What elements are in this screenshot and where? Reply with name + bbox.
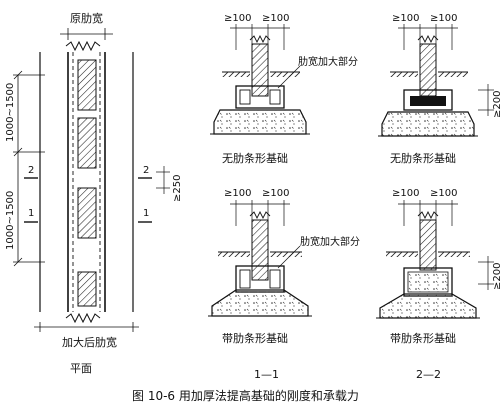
dim-100-br-b: ≥100 (430, 188, 457, 199)
dim-1000-1500-upper: 1000~1500 (5, 83, 16, 142)
dim-250: ≥250 (172, 175, 183, 202)
dim-200-bottom: ≥200 (492, 263, 503, 290)
dim-200-top: ≥200 (492, 91, 503, 118)
section-mark-2-left: 2 (28, 165, 34, 176)
caption-bottom-right: 带肋条形基础 (390, 331, 456, 345)
section-mark-1-right: 1 (143, 208, 149, 219)
dim-1000-1500-lower: 1000~1500 (5, 191, 16, 250)
section-mark-2-right: 2 (143, 165, 149, 176)
section-top-right: ≥100 ≥100 ≥200 无肋条形基础 (378, 13, 503, 165)
plan-top-label: 原肋宽 (70, 11, 103, 25)
section-bottom-right: ≥100 ≥100 ≥200 带肋条形基础 2—2 (376, 188, 503, 381)
dim-100-bl-a: ≥100 (224, 188, 251, 199)
rib-enlarged-label-bottom: 肋宽加大部分 (300, 235, 360, 248)
plan-view: 原肋宽 加大后肋宽 平面 1000~1500 1000~1500 2 1 2 1… (5, 11, 183, 375)
caption-bottom-left: 带肋条形基础 (222, 331, 288, 345)
dim-100-br-a: ≥100 (392, 188, 419, 199)
plan-bottom-label: 加大后肋宽 (62, 335, 117, 349)
rib-enlarged-label-top: 肋宽加大部分 (298, 55, 358, 68)
figure-caption: 图 10-6 用加厚法提高基础的刚度和承载力 (132, 388, 359, 403)
caption-top-right: 无肋条形基础 (390, 151, 456, 165)
dim-100-bl-b: ≥100 (262, 188, 289, 199)
section-bottom-left: ≥100 ≥100 肋宽加大部分 带肋条形基础 1—1 (208, 188, 360, 381)
section-label-1-1: 1—1 (254, 368, 279, 381)
caption-top-left: 无肋条形基础 (222, 151, 288, 165)
dim-100-tl-a: ≥100 (224, 13, 251, 24)
dim-100-tr-a: ≥100 (392, 13, 419, 24)
section-top-left: ≥100 ≥100 肋宽加大部分 无肋条形基础 (210, 13, 358, 165)
plan-view-label: 平面 (70, 362, 92, 375)
dim-100-tl-b: ≥100 (262, 13, 289, 24)
section-label-2-2: 2—2 (416, 368, 441, 381)
section-mark-1-left: 1 (28, 208, 34, 219)
dim-100-tr-b: ≥100 (430, 13, 457, 24)
